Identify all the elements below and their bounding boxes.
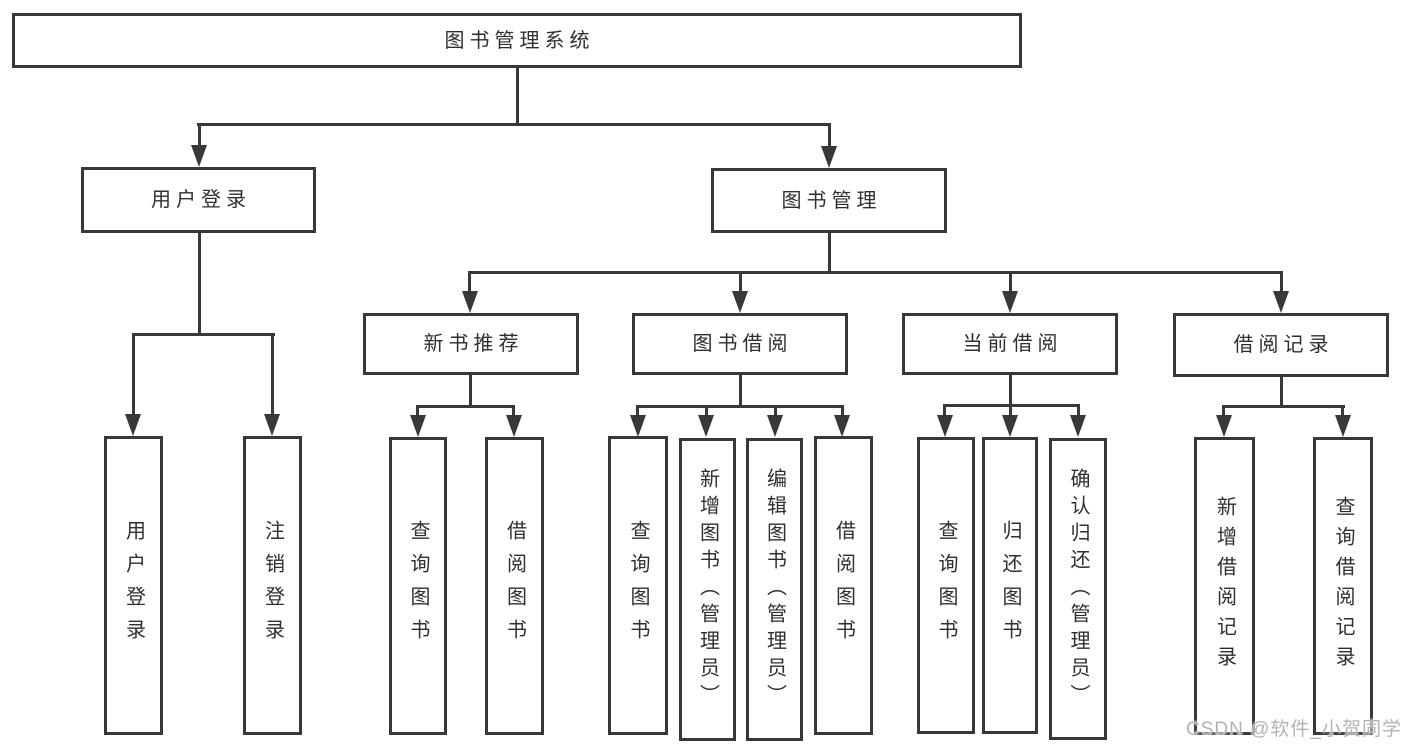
connector-line	[1009, 404, 1012, 417]
node-current-query-books-label: 查询图书	[935, 519, 957, 652]
connector-line	[636, 405, 844, 408]
connector-arrowhead	[410, 415, 426, 437]
connector-line	[469, 271, 1283, 274]
node-new-book-recommend: 新书推荐	[363, 313, 579, 375]
node-logout-leaf-label: 注销登录	[261, 519, 284, 652]
connector-line	[197, 123, 831, 126]
connector-line	[828, 123, 831, 149]
node-records-query-record-label: 查询借阅记录	[1332, 496, 1354, 676]
node-borrow-add-books-admin-label: 新增图书（管理员）	[696, 468, 719, 711]
connector-arrowhead	[937, 415, 953, 437]
node-root: 图书管理系统	[12, 13, 1022, 68]
connector-line	[1341, 405, 1344, 417]
connector-line	[132, 333, 135, 416]
node-root-label: 图书管理系统	[444, 29, 595, 52]
connector-arrowhead	[732, 291, 748, 313]
node-book-management: 图书管理	[711, 168, 947, 233]
node-records-add-record-label: 新增借阅记录	[1213, 496, 1236, 676]
connector-arrowhead	[462, 291, 478, 313]
node-records-query-record: 查询借阅记录	[1313, 437, 1373, 735]
node-borrow-query-books-label: 查询图书	[627, 519, 649, 652]
node-logout-leaf: 注销登录	[243, 436, 302, 735]
connector-line	[271, 333, 274, 416]
connector-arrowhead	[1335, 415, 1351, 437]
node-book-borrow-label: 图书借阅	[692, 333, 793, 355]
connector-arrowhead	[1216, 415, 1232, 437]
connector-line	[705, 405, 708, 417]
connector-line	[416, 405, 515, 408]
node-login-leaf-label: 用户登录	[122, 519, 145, 652]
connector-line	[1009, 271, 1012, 293]
node-current-borrow: 当前借阅	[902, 313, 1118, 375]
node-borrow-add-books-admin: 新增图书（管理员）	[679, 438, 736, 741]
connector-arrowhead	[1002, 415, 1018, 437]
node-current-confirm-return-admin: 确认归还（管理员）	[1049, 438, 1107, 740]
connector-arrowhead	[264, 414, 280, 436]
connector-arrowhead	[1273, 291, 1289, 313]
node-login-leaf: 用户登录	[104, 436, 163, 735]
connector-line	[469, 374, 472, 407]
connector-line	[1280, 271, 1283, 293]
node-current-query-books: 查询图书	[917, 437, 975, 734]
connector-arrowhead	[767, 415, 783, 437]
connector-line	[132, 333, 275, 336]
connector-line	[828, 233, 831, 273]
connector-line	[416, 405, 419, 417]
connector-line	[739, 271, 742, 293]
node-borrow-query-books: 查询图书	[608, 436, 668, 735]
connector-arrowhead	[834, 415, 850, 437]
node-borrow-borrow-books: 借阅图书	[814, 436, 873, 735]
connector-arrowhead	[821, 146, 837, 168]
node-current-return-books: 归还图书	[982, 437, 1038, 734]
node-borrow-borrow-books-label: 借阅图书	[832, 519, 855, 652]
node-recommend-borrow-books: 借阅图书	[485, 437, 544, 735]
connector-arrowhead	[191, 145, 207, 167]
connector-line	[774, 405, 777, 417]
connector-line	[1222, 405, 1345, 408]
node-user-login-label: 用户登录	[151, 189, 251, 211]
connector-line	[636, 405, 639, 417]
node-borrow-records-label: 借阅记录	[1233, 334, 1334, 356]
node-current-borrow-label: 当前借阅	[962, 333, 1063, 355]
node-current-confirm-return-admin-label: 确认归还（管理员）	[1067, 467, 1089, 711]
node-recommend-query-books: 查询图书	[389, 437, 447, 735]
connector-arrowhead	[1070, 415, 1086, 437]
node-recommend-query-books-label: 查询图书	[407, 520, 429, 652]
node-book-borrow: 图书借阅	[632, 313, 848, 375]
connector-arrowhead	[1002, 291, 1018, 313]
connector-line	[198, 123, 201, 149]
watermark: CSDN @软件_小贺同学	[1186, 719, 1402, 740]
connector-arrowhead	[506, 415, 522, 437]
connector-line	[841, 405, 844, 417]
connector-line	[1009, 374, 1012, 406]
node-borrow-records: 借阅记录	[1173, 313, 1389, 377]
connector-line	[512, 405, 515, 417]
connector-line	[1222, 405, 1225, 417]
connector-line	[468, 271, 471, 293]
node-new-book-recommend-label: 新书推荐	[423, 333, 524, 355]
node-recommend-borrow-books-label: 借阅图书	[503, 520, 526, 652]
connector-line	[943, 404, 946, 417]
connector-line	[1077, 404, 1080, 417]
node-current-return-books-label: 归还图书	[999, 519, 1021, 652]
connector-arrowhead	[125, 414, 141, 436]
connector-line	[516, 68, 519, 124]
node-records-add-record: 新增借阅记录	[1194, 437, 1255, 735]
node-user-login: 用户登录	[81, 167, 316, 233]
connector-line	[739, 374, 742, 407]
connector-arrowhead	[698, 415, 714, 437]
node-borrow-edit-books-admin: 编辑图书（管理员）	[746, 438, 803, 741]
connector-line	[198, 233, 201, 335]
node-borrow-edit-books-admin-label: 编辑图书（管理员）	[763, 468, 786, 711]
connector-arrowhead	[630, 415, 646, 437]
connector-line	[1280, 377, 1283, 407]
node-book-management-label: 图书管理	[781, 189, 882, 212]
